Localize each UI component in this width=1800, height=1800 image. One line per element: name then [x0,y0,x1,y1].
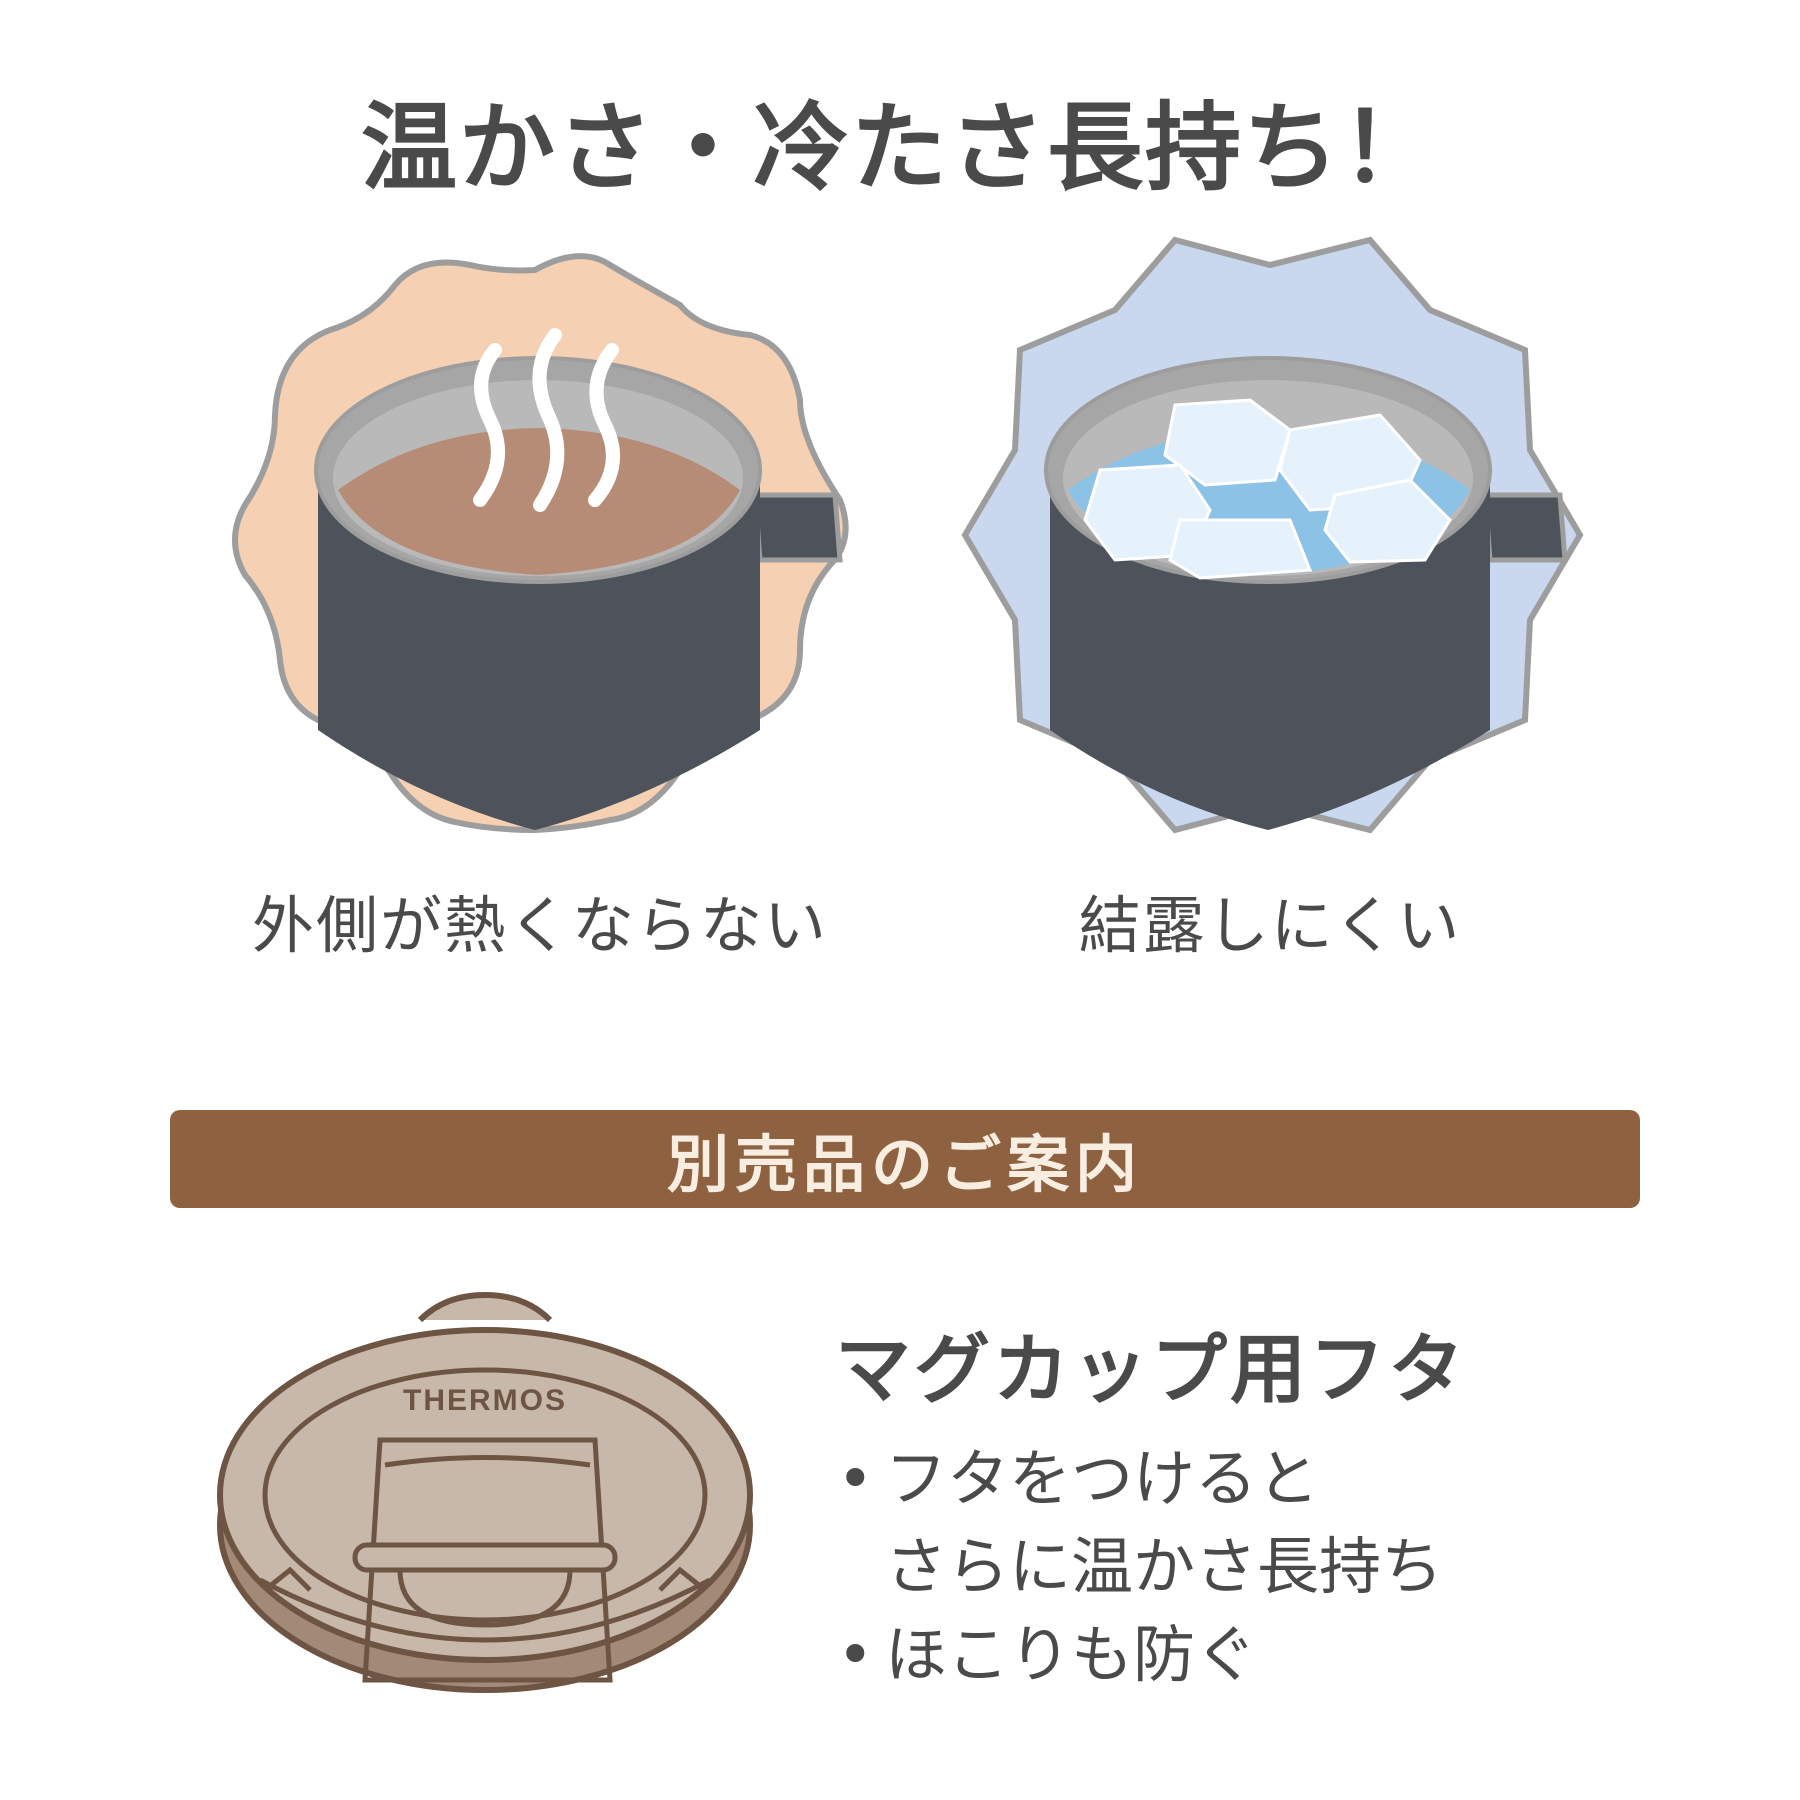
mug-lid-icon: THERMOS [217,1291,753,1693]
bullet-text: ほこりも防ぐ [885,1618,1258,1691]
product-name: マグカップ用フタ [835,1325,1467,1414]
iced-mug-icon [961,236,1584,834]
bullet-item: ほこりも防ぐ [835,1611,1443,1699]
section-banner-label: 別売品のご案内 [666,1128,1143,1201]
bullet-item: フタをつけると さらに温かさ長持ち [835,1435,1443,1611]
bullet-text: フタをつけると さらに温かさ長持ち [885,1442,1444,1603]
hot-mug-icon [232,253,849,834]
feature-caption-hot: 外側が熱くならない [251,889,828,962]
page-title: 温かさ・冷たさ長持ち！ [361,92,1439,204]
feature-caption-cold: 結露しにくい [1078,889,1462,962]
lid-logo-text: THERMOS [403,1384,567,1417]
section-banner: 別売品のご案内 [170,1110,1640,1208]
product-bullets: フタをつけると さらに温かさ長持ち ほこりも防ぐ [835,1435,1443,1699]
